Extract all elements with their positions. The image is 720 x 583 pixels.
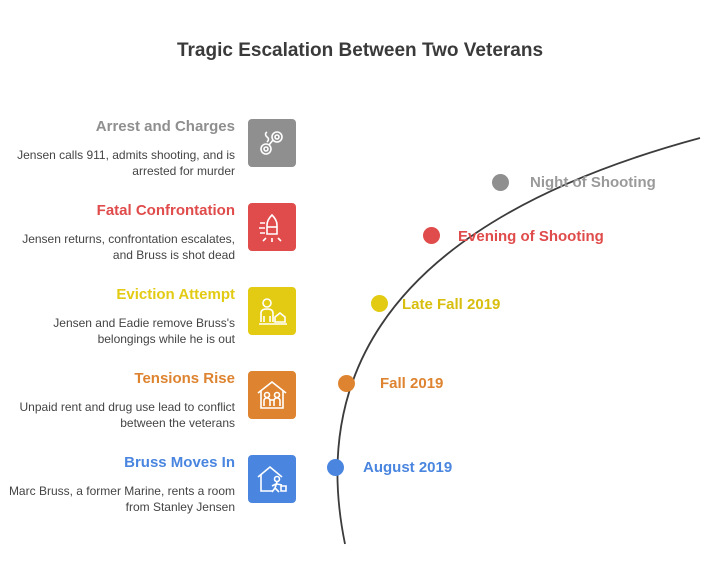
event-heading: Fatal Confrontation [96,202,235,219]
date-august-2019: August 2019 [363,459,453,476]
event-fatal-confrontation: Fatal Confrontation Jensen returns, conf… [20,202,296,272]
event-heading: Tensions Rise [134,370,235,387]
date-late-fall-2019: Late Fall 2019 [402,296,501,313]
eviction-icon [248,287,296,335]
event-description: Jensen returns, confrontation escalates,… [22,232,235,262]
event-tensions-rise: Tensions Rise Unpaid rent and drug use l… [20,370,296,440]
event-heading: Eviction Attempt [116,286,235,303]
event-eviction-attempt: Eviction Attempt Jensen and Eadie remove… [20,286,296,356]
diagram-title: Tragic Escalation Between Two Veterans [176,40,544,61]
event-heading: Bruss Moves In [124,454,235,471]
house-move-in-icon [248,455,296,503]
timeline-dot-evening-of-shooting [422,226,440,244]
event-description: Jensen calls 911, admits shooting, and i… [17,148,235,178]
timeline-dot-night-of-shooting [491,173,509,191]
timeline-dot-fall-2019 [337,374,355,392]
event-description: Jensen and Eadie remove Bruss's belongin… [53,316,235,346]
house-conflict-icon [248,371,296,419]
event-description: Marc Bruss, a former Marine, rents a roo… [8,484,235,514]
date-evening-of-shooting: Evening of Shooting [458,228,604,245]
event-arrest-and-charges: Arrest and Charges Jensen calls 911, adm… [17,118,296,188]
date-night-of-shooting: Night of Shooting [530,174,656,191]
timeline-dot-late-fall-2019 [370,294,388,312]
date-fall-2019: Fall 2019 [380,375,444,392]
event-description: Unpaid rent and drug use lead to conflic… [19,400,235,430]
timeline-dot-august-2019 [326,458,344,476]
bullet-icon [248,203,296,251]
event-heading: Arrest and Charges [95,118,235,135]
event-bruss-moves-in: Bruss Moves In Marc Bruss, a former Mari… [9,454,296,524]
handcuffs-icon [248,119,296,167]
